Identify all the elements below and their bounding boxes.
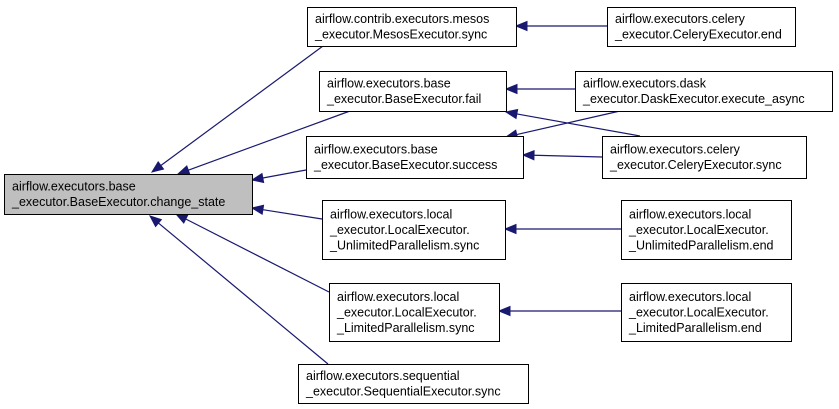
edge-line xyxy=(185,218,330,293)
edge-base_success-to-change_state xyxy=(250,169,307,184)
node-label-line: airflow.executors.dask xyxy=(583,77,707,91)
node-celery-sync[interactable]: airflow.executors.celery_executor.Celery… xyxy=(602,136,807,179)
arrowhead-icon xyxy=(521,150,535,161)
node-label-line: airflow.executors.base xyxy=(314,143,438,157)
arrowhead-icon xyxy=(503,223,517,235)
node-box xyxy=(329,283,500,342)
edge-celery_sync-to-base_fail xyxy=(504,108,641,137)
edge-line xyxy=(262,209,323,220)
edge-line xyxy=(516,110,621,136)
node-label-line: _executor.LocalExecutor. xyxy=(336,305,477,319)
edge-local_limited_end-to-local_limited_sync xyxy=(497,305,621,317)
node-box xyxy=(298,364,529,404)
node-label-line: _executor.MesosExecutor.sync xyxy=(314,28,487,42)
node-label-line: airflow.executors.celery xyxy=(610,143,741,157)
node-label-line: _executor.LocalExecutor. xyxy=(628,223,769,237)
node-label-line: _executor.SequentialExecutor.sync xyxy=(305,385,501,399)
arrowhead-icon xyxy=(250,204,265,215)
node-box xyxy=(307,7,517,47)
node-label-line: airflow.executors.base xyxy=(327,77,451,91)
node-label-line: airflow.executors.base xyxy=(12,180,136,194)
root-node-box xyxy=(4,174,253,215)
edge-line xyxy=(533,154,603,158)
node-label-line: airflow.executors.local xyxy=(629,207,751,221)
node-label-line: airflow.executors.local xyxy=(629,290,751,304)
node-dask-execute-async[interactable]: airflow.executors.dask_executor.DaskExec… xyxy=(575,71,833,112)
arrowhead-icon xyxy=(514,20,528,32)
edge-mesos_sync-to-change_state xyxy=(150,45,324,173)
node-box xyxy=(621,283,792,342)
edge-line xyxy=(262,169,307,179)
node-box xyxy=(306,136,524,179)
node-change-state[interactable]: airflow.executors.base_executor.BaseExec… xyxy=(4,174,253,215)
node-label-line: _executor.CeleryExecutor.end xyxy=(614,28,782,42)
node-label-line: _executor.BaseExecutor.success xyxy=(313,158,497,172)
node-local-unlimited-end[interactable]: airflow.executors.local _executor.LocalEx… xyxy=(621,200,792,260)
arrowhead-icon xyxy=(497,305,511,317)
arrowhead-icon xyxy=(150,160,165,173)
edge-local_unlimited_sync-to-change_state xyxy=(250,204,323,220)
edge-dask_execute_async-to-base_fail xyxy=(504,83,575,95)
node-label-line: airflow.executors.local xyxy=(330,207,452,221)
nodes-layer: airflow.executors.base_executor.BaseExec… xyxy=(4,7,833,404)
node-label-line: airflow.executors.local xyxy=(337,290,459,304)
edge-line xyxy=(188,110,351,171)
edge-celery_end-to-mesos_sync xyxy=(514,20,607,32)
node-base-success[interactable]: airflow.executors.base_executor.BaseExec… xyxy=(306,136,524,179)
node-label-line: airflow.executors.sequential xyxy=(306,369,460,383)
edge-line xyxy=(158,222,329,365)
node-label-line: _UnlimitedParallelism.end xyxy=(628,238,774,252)
edge-celery_sync-to-base_success xyxy=(521,150,603,161)
edge-local_unlimited_end-to-local_unlimited_sync xyxy=(503,223,621,235)
node-base-fail[interactable]: airflow.executors.base_executor.BaseExec… xyxy=(319,71,507,112)
node-local-unlimited-sync[interactable]: airflow.executors.local _executor.LocalEx… xyxy=(322,200,506,260)
edge-local_limited_sync-to-change_state xyxy=(174,213,330,293)
arrowhead-icon xyxy=(148,215,163,228)
node-label-line: _executor.LocalExecutor. xyxy=(628,305,769,319)
arrowhead-icon xyxy=(174,213,189,224)
arrowhead-icon xyxy=(250,172,265,184)
node-box xyxy=(602,136,807,179)
edge-sequential_sync-to-change_state xyxy=(148,215,329,365)
node-box xyxy=(621,200,792,260)
edges-layer xyxy=(148,20,641,365)
node-label-line: _LimitedParallelism.end xyxy=(628,321,762,335)
edge-line xyxy=(516,113,641,137)
node-label-line: _LimitedParallelism.sync xyxy=(336,321,475,335)
node-mesos-sync[interactable]: airflow.contrib.executors.mesos _executor… xyxy=(307,7,517,47)
node-box xyxy=(319,71,507,112)
node-label-line: airflow.executors.celery xyxy=(615,12,746,26)
edge-line xyxy=(160,45,324,166)
arrowhead-icon xyxy=(504,83,518,95)
node-sequential-sync[interactable]: airflow.executors.sequential _executor.Se… xyxy=(298,364,529,404)
node-box xyxy=(575,71,833,112)
node-label-line: _executor.BaseExecutor.fail xyxy=(326,92,481,106)
node-celery-end[interactable]: airflow.executors.celery _executor.Celery… xyxy=(607,7,796,47)
node-label-line: _executor.LocalExecutor. xyxy=(329,223,470,237)
node-label-line: airflow.contrib.executors.mesos xyxy=(315,12,489,26)
node-box xyxy=(322,200,506,260)
node-box xyxy=(607,7,796,47)
node-label-line: _executor.CeleryExecutor.sync xyxy=(609,158,782,172)
node-label-line: _executor.DaskExecutor.execute_async xyxy=(582,92,805,106)
arrowhead-icon xyxy=(504,108,519,120)
arrowhead-icon xyxy=(176,165,191,175)
node-local-limited-end[interactable]: airflow.executors.local_executor.LocalEx… xyxy=(621,283,792,342)
node-label-line: _UnlimitedParallelism.sync xyxy=(329,238,479,252)
node-local-limited-sync[interactable]: airflow.executors.local_executor.LocalEx… xyxy=(329,283,500,342)
node-label-line: _executor.BaseExecutor.change_state xyxy=(11,195,225,209)
